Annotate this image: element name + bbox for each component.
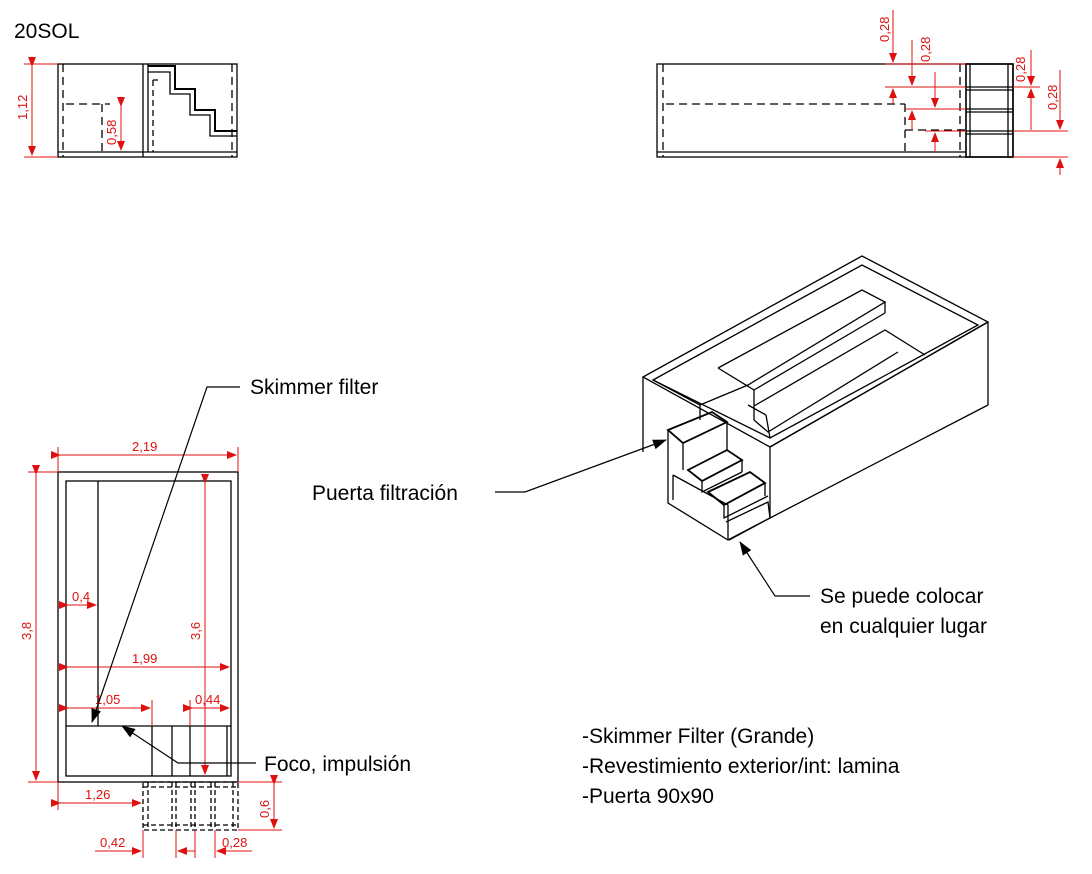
note-line: -Revestimiento exterior/int: lamina [582,755,900,778]
dim-step-depth: 0,58 [104,120,119,145]
side-left-dimensions [24,57,125,158]
dim-stair-depth: 0,6 [257,800,272,818]
plan-leaders [91,386,256,764]
dim-inner-length: 3,6 [188,622,203,640]
drawing-title: 20SOL [14,20,79,43]
dim-plan-length: 3,8 [19,622,34,640]
callout-door: Puerta filtración [312,482,458,505]
dim-step1: 0,28 [877,17,892,42]
dim-stair-left: 0,42 [100,835,125,850]
dim-left-part: 1,05 [95,692,120,707]
callout-anywhere-2: en cualquier lugar [820,615,987,638]
callout-anywhere-1: Se puede colocar [820,585,983,608]
dim-height: 1,12 [15,95,30,120]
isometric-view [641,255,990,541]
dim-plan-width: 2,19 [132,439,157,454]
side-right-dimensions [885,10,1068,175]
note-line: -Skimmer Filter (Grande) [582,725,814,748]
dim-step4: 0,28 [1045,85,1060,110]
side-elevation-left [57,63,238,158]
side-elevation-right [656,63,1014,158]
plan-dimensions [28,447,282,858]
callout-light: Foco, impulsión [264,753,411,776]
notes: -Skimmer Filter (Grande) -Revestimiento … [582,725,900,808]
note-line: -Puerta 90x90 [582,785,714,808]
dim-step2: 0,28 [918,37,933,62]
iso-leaders [495,439,810,597]
dim-stair-offset: 1,26 [85,787,110,802]
dim-inner-width: 1,99 [132,651,157,666]
dim-step3: 0,28 [1013,57,1028,82]
dim-stair-right: 0,28 [222,835,247,850]
callout-skimmer: Skimmer filter [250,376,378,399]
dim-right-part: 0,44 [195,692,220,707]
plan-view [57,471,239,831]
dim-bench: 0,4 [72,589,90,604]
